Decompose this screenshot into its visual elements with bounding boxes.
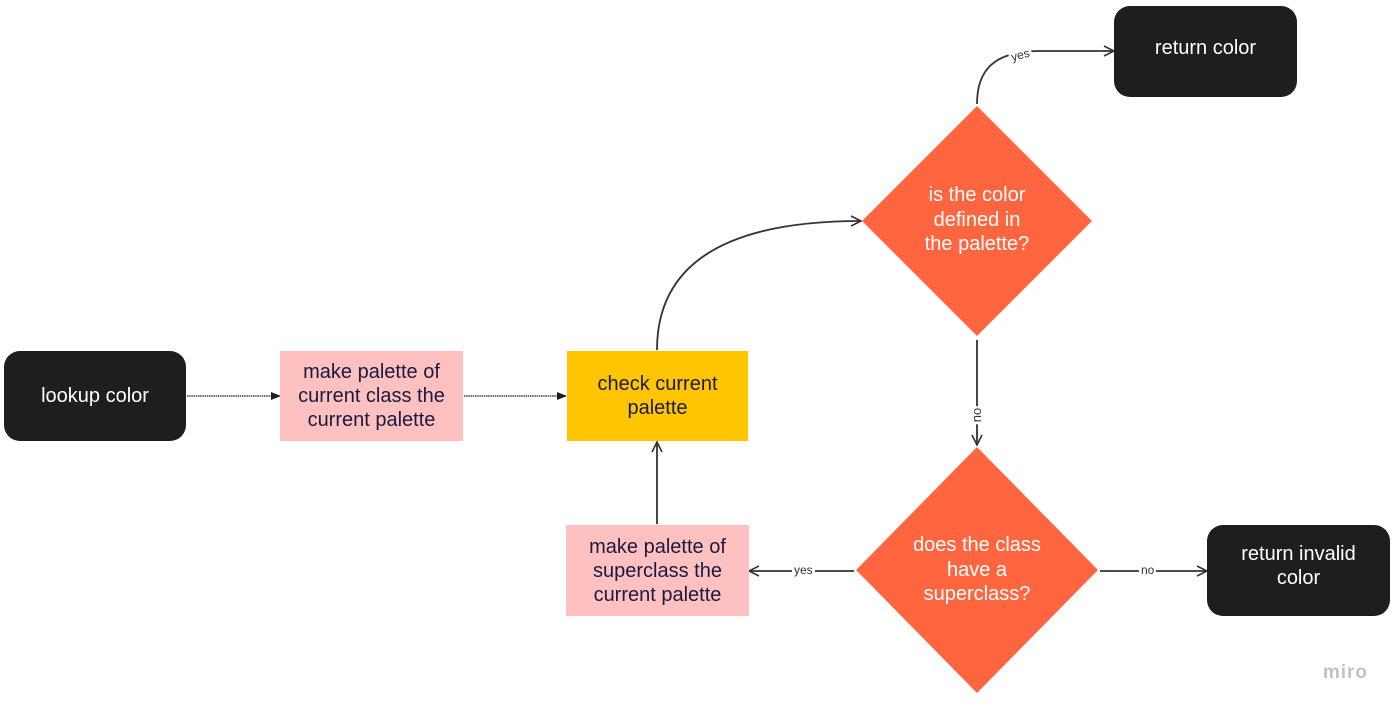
node-check-current-palette-label: check current palette bbox=[597, 373, 718, 419]
edge-defined-yes bbox=[976, 51, 1114, 105]
decision-color-defined-label: is the color defined in the palette? bbox=[924, 184, 1030, 256]
node-make-palette-current-class[interactable]: make palette of current class the curren… bbox=[280, 351, 463, 441]
miro-watermark: miro bbox=[1322, 662, 1368, 683]
decision-superclass-label: does the class have a superclass? bbox=[913, 534, 1041, 606]
node-return-invalid-color[interactable]: return invalid color bbox=[1207, 525, 1390, 616]
node-make-palette-current-class-label: make palette of current class the curren… bbox=[298, 361, 445, 431]
decision-diamond-color-defined[interactable] bbox=[862, 106, 1092, 336]
node-lookup-color-label: lookup color bbox=[41, 385, 149, 407]
node-return-invalid-color-label: return invalid color bbox=[1241, 542, 1356, 589]
edge-check-to-defined bbox=[656, 221, 861, 351]
decision-diamond-superclass[interactable] bbox=[856, 447, 1098, 693]
node-return-color-label: return color bbox=[1154, 36, 1257, 59]
edge-label-defined-no: no bbox=[969, 405, 985, 425]
node-check-current-palette[interactable]: check current palette bbox=[567, 351, 748, 441]
node-return-color[interactable]: return color bbox=[1114, 6, 1297, 97]
edge-label-superclass-no: no bbox=[1139, 563, 1157, 577]
node-make-palette-superclass-label: make palette of superclass the current p… bbox=[589, 535, 726, 606]
node-lookup-color[interactable]: lookup color bbox=[4, 351, 186, 441]
edge-label-superclass-yes: yes bbox=[792, 563, 815, 577]
node-make-palette-superclass[interactable]: make palette of superclass the current p… bbox=[566, 525, 749, 616]
